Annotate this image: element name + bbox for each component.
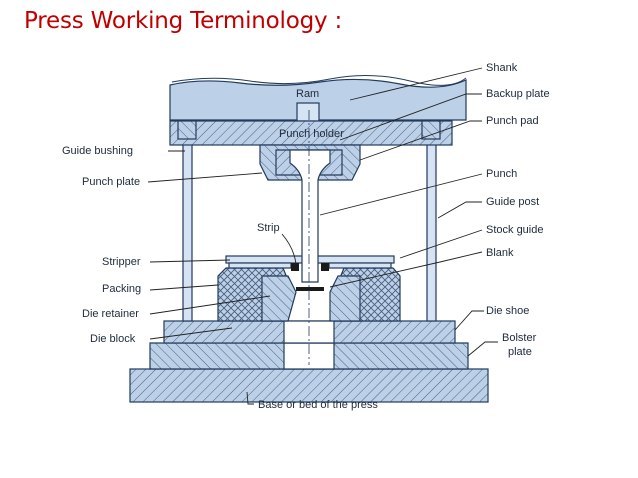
bolster-plate xyxy=(149,342,469,370)
shank xyxy=(296,102,320,122)
label-blank: Blank xyxy=(486,247,514,259)
label-shank: Shank xyxy=(486,62,518,74)
die-retainer xyxy=(261,275,361,322)
label-punch-holder: Punch holder xyxy=(279,128,344,140)
label-punch-pad: Punch pad xyxy=(486,115,539,127)
press-base xyxy=(129,368,489,403)
label-stock-guide: Stock guide xyxy=(486,224,543,236)
label-die-shoe: Die shoe xyxy=(486,305,529,317)
label-backup-plate: Backup plate xyxy=(486,88,550,100)
die-shoe xyxy=(163,320,456,344)
label-packing: Packing xyxy=(102,283,141,295)
blank-piece xyxy=(296,287,324,291)
slide-title: Press Working Terminology : xyxy=(24,8,343,34)
label-die-block: Die block xyxy=(90,333,136,345)
label-strip: Strip xyxy=(257,222,280,234)
punch-holder xyxy=(169,120,453,146)
label-guide-post: Guide post xyxy=(486,196,539,208)
label-ram: Ram xyxy=(296,88,319,100)
label-punch-plate: Punch plate xyxy=(82,176,140,188)
labels: Shank Ram Backup plate Punch pad Punch h… xyxy=(62,62,550,411)
punch xyxy=(289,149,331,283)
label-die-retainer: Die retainer xyxy=(82,308,139,320)
label-base: Base or bed of the press xyxy=(258,399,378,411)
label-bolster-1: Bolster xyxy=(502,332,537,344)
label-stripper: Stripper xyxy=(102,256,141,268)
strip-material xyxy=(228,262,392,271)
label-punch: Punch xyxy=(486,168,517,180)
label-guide-bushing: Guide bushing xyxy=(62,145,133,157)
label-bolster-2: plate xyxy=(508,346,532,358)
leader-lines xyxy=(147,67,498,405)
